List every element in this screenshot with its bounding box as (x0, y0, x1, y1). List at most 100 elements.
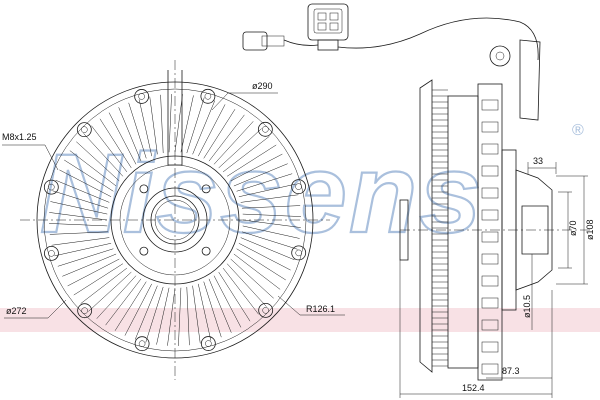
fin (233, 163, 288, 187)
fin (62, 253, 117, 277)
sensor-connector (242, 3, 541, 121)
dim-dia-70: ø70 (568, 220, 578, 236)
side-rib (481, 99, 499, 111)
bolt-lug (134, 89, 150, 104)
bolt-lug-hole (262, 307, 269, 314)
fin (222, 136, 270, 173)
fin (64, 159, 114, 192)
fin (242, 219, 301, 228)
fin (198, 283, 212, 341)
fin (186, 97, 205, 154)
bolt-lug (291, 245, 307, 261)
fin (73, 263, 124, 296)
fin (54, 243, 112, 257)
side-fins (432, 89, 448, 367)
bolt-lug (76, 122, 92, 138)
sensor-bracket (519, 39, 541, 121)
fin (236, 248, 286, 281)
fin (178, 287, 182, 346)
fan-clutch-side-view (399, 79, 590, 381)
fin (52, 190, 109, 209)
bolt-lug-hole (205, 340, 212, 347)
mount-flange (515, 169, 553, 291)
fin (208, 114, 245, 162)
hub-bolt-holes (139, 184, 211, 256)
fin (114, 281, 147, 331)
bolt-lug (200, 88, 216, 104)
fin (91, 125, 128, 173)
fin (168, 94, 172, 153)
side-rib (481, 363, 499, 375)
bolt-lug-hole (138, 93, 145, 100)
fin (67, 258, 120, 287)
fin (88, 271, 132, 312)
watermark-text: Nissens (40, 131, 484, 256)
side-dimensions: 33 ø70 ø108 ø10.5 87.3 152.4 (399, 156, 595, 398)
fin (213, 121, 254, 165)
inner-dia-leader (47, 299, 67, 319)
bolt-lug (258, 302, 274, 318)
fin (226, 144, 277, 177)
dim-bore: ø10.5 (522, 295, 532, 318)
plug-housing (242, 31, 268, 51)
fin (242, 225, 300, 239)
side-rib (481, 341, 499, 353)
bolt-lug (43, 179, 59, 195)
side-rib (481, 187, 499, 199)
fin (226, 263, 267, 307)
fin (218, 271, 251, 322)
side-rib (481, 231, 499, 243)
fin (238, 243, 291, 271)
bolt-lug-hole (204, 93, 212, 100)
bolt-lug-hole (81, 307, 88, 314)
side-rib (481, 121, 499, 133)
fin (138, 99, 152, 157)
side-rib (481, 143, 499, 155)
fin (49, 223, 108, 227)
fin (192, 285, 201, 344)
fin (230, 258, 274, 299)
fin (203, 281, 222, 338)
bolt-lug-hole (262, 126, 269, 133)
fan-clutch-front-view (20, 60, 330, 380)
connector-face (313, 8, 343, 34)
cooling-fins (49, 94, 301, 346)
fin (186, 286, 190, 346)
dim-depth-mid: 87.3 (502, 366, 520, 376)
fin (230, 153, 283, 182)
side-rib (481, 275, 499, 287)
fin (241, 205, 301, 209)
outer-dia-leader (211, 92, 229, 111)
fin (240, 237, 295, 261)
fin (96, 275, 137, 319)
side-rib (481, 253, 499, 265)
dim-flange-width: 33 (533, 156, 543, 166)
fin (218, 128, 262, 169)
plug-collar (261, 35, 285, 47)
bolt-lug (291, 179, 306, 195)
bolt-lug (77, 303, 93, 319)
side-front-face (419, 79, 433, 373)
fin (156, 287, 170, 345)
pilot-boss (521, 205, 549, 255)
registered-mark: ® (572, 122, 584, 139)
fin (51, 237, 110, 246)
connector-strain-relief (317, 39, 339, 51)
dim-dia-108: ø108 (585, 219, 595, 240)
fin (203, 109, 236, 159)
fin (192, 100, 216, 155)
fin (240, 194, 299, 203)
fin (49, 212, 108, 221)
fin (233, 253, 281, 290)
fin (134, 285, 158, 340)
fin (55, 179, 110, 203)
connector-pin-4 (329, 22, 339, 31)
dim-depth-total: 152.4 (462, 383, 485, 393)
bolt-lug (134, 336, 150, 352)
bolt-lug (257, 121, 273, 137)
fin (160, 94, 164, 154)
fin (198, 104, 226, 157)
fin (208, 278, 232, 333)
fin (57, 248, 114, 267)
